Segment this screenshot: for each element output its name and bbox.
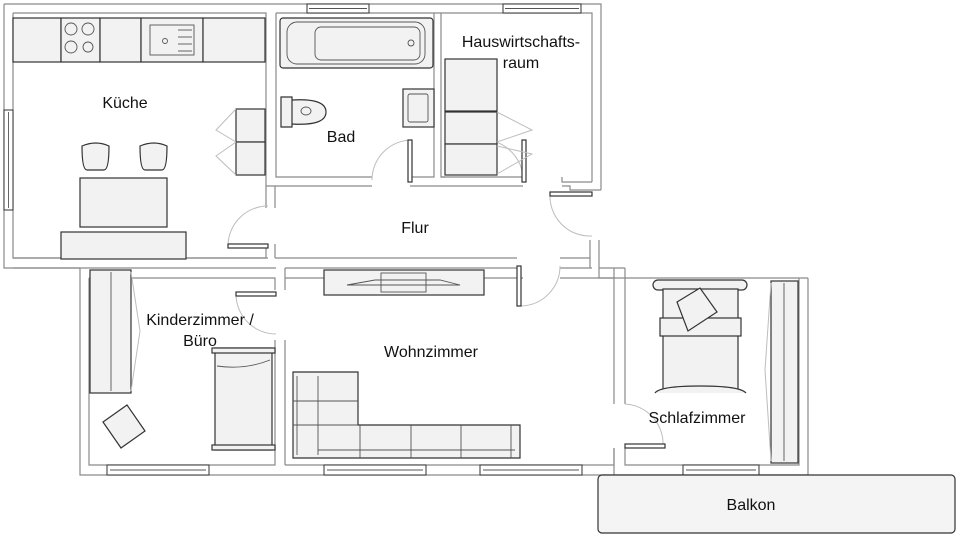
pillow [676,287,718,332]
desk-chair [102,404,146,449]
label-hwr-line2: raum [503,55,539,72]
label-kinderzimmer-line2: Büro [183,333,217,350]
door-kitchen[interactable] [227,243,269,249]
kinderzimmer-furniture [89,269,276,451]
door-hwr[interactable] [521,139,527,183]
bathtub [279,17,434,69]
kitchen-counter-1 [12,17,62,63]
kitchen-counter-2 [99,17,142,63]
door-bath[interactable] [407,139,413,183]
burner-icon [81,22,95,36]
bath-furniture [279,17,435,128]
burner-icon [82,41,94,53]
wall-top [268,3,602,190]
toilet [280,96,327,128]
wohnzimmer-furniture [292,269,521,459]
wall-kitchen-outer [3,3,268,269]
tv-icon [346,279,461,286]
door-schlafzimmer[interactable] [624,443,666,449]
cabinet-lower [444,143,498,176]
wall-flur-right [589,240,808,279]
burner-icon [64,22,78,36]
wardrobe-bedroom [770,280,799,464]
bar-stool [81,142,110,171]
hwr-furniture [444,58,534,176]
label-schlafzimmer: Schlafzimmer [649,410,747,427]
washing-machine [444,58,498,112]
door-flur-right[interactable] [549,191,593,197]
kitchen-bench [60,231,187,260]
doors [227,139,666,449]
kitchen-island [79,177,168,228]
burner-icon [64,40,78,54]
windows [3,3,760,476]
label-bad: Bad [327,129,355,146]
cabinet-upper [444,111,498,145]
label-hwr-line1: Hauswirtschafts- [462,34,580,51]
label-balkon: Balkon [727,497,776,514]
wall-kitchen-flur [265,182,276,258]
door-kinderzimmer[interactable] [235,291,277,297]
kitchen-counter-3 [202,17,266,63]
footboard [654,385,747,394]
corner-sofa [292,371,521,459]
fridge [235,108,266,143]
wall-hwr [441,176,592,183]
balcony [597,474,956,534]
single-bed [214,347,273,451]
fridge-lower [235,141,266,176]
bar-stool [139,142,168,171]
schlafzimmer-furniture [652,279,799,464]
label-kueche: Küche [102,95,147,112]
label-wohnzimmer: Wohnzimmer [384,344,479,361]
label-flur: Flur [401,220,429,237]
door-wohnzimmer[interactable] [516,265,522,307]
wall-flur-top [266,185,601,191]
tv-sideboard [323,269,485,296]
wall-schlafzimmer [603,268,809,476]
label-kinderzimmer-line1: Kinderzimmer / [146,312,254,329]
kitchen-furniture [12,17,266,260]
wardrobe-kids [89,269,132,394]
